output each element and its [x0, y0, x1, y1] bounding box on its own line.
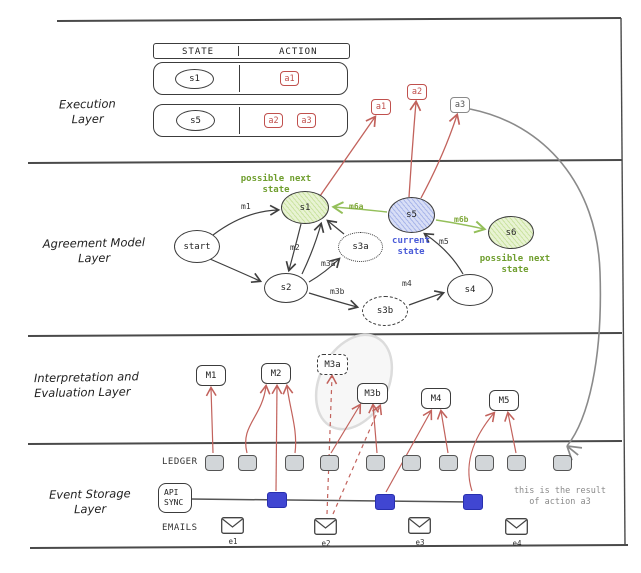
current-state-note: current state	[392, 236, 430, 257]
ledger-entry	[205, 455, 224, 471]
header-state: STATE	[182, 47, 215, 57]
arrow-ledger4-m3b	[330, 403, 362, 454]
state-s2: s2	[264, 273, 308, 303]
execution-layer-label: Execution Layer	[58, 96, 116, 127]
api-sync-box: API SYNC	[158, 483, 192, 513]
edge-m1	[212, 204, 281, 236]
arrow-s5-a3	[420, 112, 461, 199]
label-m1: m1	[241, 202, 251, 211]
label-m5: m5	[439, 237, 449, 246]
table-action-a2: a2	[264, 113, 283, 128]
edge-m6a	[331, 201, 388, 215]
a3-result-note: this is the result of action a3	[513, 486, 607, 507]
email-icon-e3	[408, 517, 431, 538]
ledger-label: LEDGER	[162, 457, 198, 467]
header-action: ACTION	[279, 47, 318, 57]
sync-event-2	[375, 494, 395, 510]
email-icon-e1	[221, 517, 244, 538]
email-label-e3: e3	[415, 538, 425, 547]
arrow-s1-a1	[319, 115, 377, 197]
ledger-entry	[285, 455, 304, 471]
ledger-entry	[402, 455, 421, 471]
state-s3b: s3b	[362, 296, 408, 326]
label-m2: m2	[290, 243, 300, 252]
arrow-ledger2-m2	[245, 383, 271, 454]
email-icon-e4	[505, 518, 528, 539]
arrow-e2-m3a-dashed	[326, 373, 338, 515]
edge-s2-s1	[301, 221, 325, 275]
state-s5: s5	[388, 197, 435, 233]
action-a1: a1	[371, 99, 391, 115]
state-s3a: s3a	[338, 232, 383, 262]
emails-label: EMAILS	[162, 523, 198, 533]
sync-event-1	[267, 492, 287, 508]
edge-m6b	[435, 219, 487, 234]
curve-a3-result	[469, 108, 602, 461]
interpretation-layer-label: Interpretation and Evaluation Layer	[33, 369, 139, 401]
agreement-layer-label: Agreement Model Layer	[42, 235, 146, 266]
model-box-m3b: M3b	[357, 383, 388, 404]
label-m3a: m3a	[321, 259, 336, 268]
possible-next-state-bottom-note: possible next state	[479, 254, 551, 275]
ledger-entry	[238, 455, 257, 471]
edge-m3a	[308, 257, 341, 283]
table-action-a3: a3	[297, 113, 316, 128]
ledger-entry-a3-result	[553, 455, 572, 471]
model-box-m4: M4	[421, 388, 451, 409]
m3-group-highlight	[314, 333, 394, 431]
ledger-entry	[320, 455, 339, 471]
model-box-m2: M2	[261, 363, 291, 384]
arrow-sync3-m5	[468, 411, 496, 492]
label-m4: m4	[402, 279, 412, 288]
state-action-table-header: STATE ACTION	[153, 43, 350, 59]
edge-s3a-s1	[326, 219, 345, 235]
arrow-ledger1-m1	[205, 385, 217, 454]
state-s1: s1	[281, 191, 329, 224]
action-a2: a2	[407, 84, 427, 100]
arrow-sync1-m2	[271, 383, 283, 492]
label-m3b: m3b	[330, 287, 345, 296]
email-label-e4: e4	[512, 539, 522, 548]
table-state-s1: s1	[175, 69, 214, 89]
state-start: start	[174, 230, 220, 263]
label-m6b: m6b	[454, 215, 469, 224]
edge-m5	[423, 232, 464, 275]
table-state-s5: s5	[176, 110, 215, 131]
arrow-ledger3-m2	[282, 383, 297, 454]
ledger-entry	[475, 455, 494, 471]
arrow-e2-m3b-dashed	[332, 404, 383, 515]
arrow-ledger7-m4	[436, 408, 449, 454]
state-s6: s6	[488, 216, 534, 249]
arrow-s5-a2	[408, 99, 422, 198]
model-box-m1: M1	[196, 365, 226, 386]
label-m6a: m6a	[349, 202, 364, 211]
ledger-entry	[507, 455, 526, 471]
model-box-m5: M5	[489, 390, 519, 411]
edge-m2	[285, 223, 302, 273]
event-layer-label: Event Storage Layer	[48, 486, 131, 517]
ledger-entry	[366, 455, 385, 471]
arrow-ledger9-m5	[504, 410, 517, 454]
sync-timeline	[189, 498, 473, 503]
possible-next-state-top-note: possible next state	[240, 174, 312, 195]
model-box-m3a: M3a	[317, 354, 348, 375]
edge-m3b	[308, 292, 360, 311]
email-label-e1: e1	[228, 537, 238, 546]
table-action-a1: a1	[280, 71, 299, 86]
ledger-entry	[439, 455, 458, 471]
state-s4: s4	[447, 274, 493, 306]
email-icon-e2	[314, 518, 337, 539]
edge-start-s2	[209, 258, 263, 284]
layer-boundaries	[27, 17, 629, 549]
arrow-sync2-m4	[385, 409, 433, 493]
edge-m4	[408, 290, 446, 306]
action-a3: a3	[450, 97, 470, 113]
email-label-e2: e2	[321, 539, 331, 548]
sync-event-3	[463, 494, 483, 510]
